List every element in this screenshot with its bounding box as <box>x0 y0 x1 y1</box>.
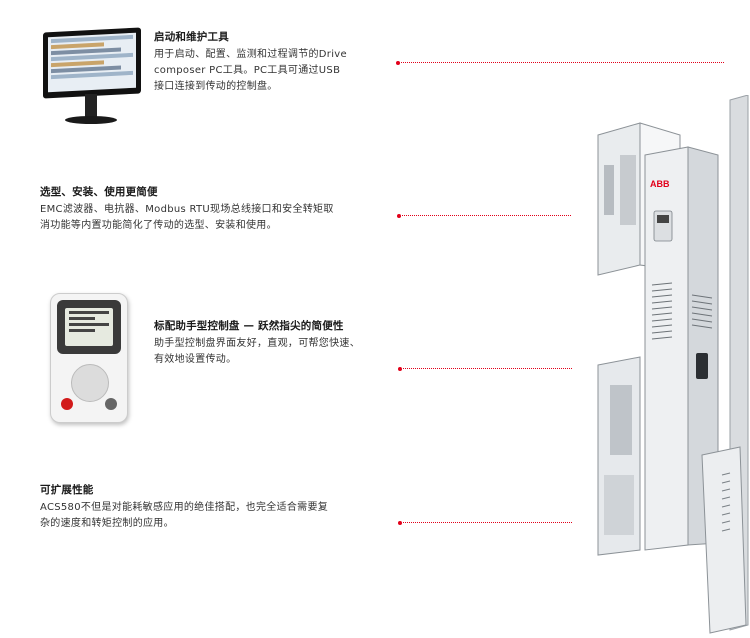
section-desc-line: 消功能等内置功能简化了传动的选型、安装和使用。 <box>40 220 277 231</box>
section-title: 标配助手型控制盘 — 跃然指尖的简便性 <box>154 320 344 332</box>
drive-cabinet-icon: ABB <box>590 95 750 638</box>
control-panel-icon <box>50 293 128 423</box>
section-desc-line: 接口连接到传动的控制盘。 <box>154 81 278 92</box>
section-desc-line: 用于启动、配置、监测和过程调节的Drive <box>154 49 347 60</box>
section-title: 启动和维护工具 <box>154 31 229 43</box>
section-desc-line: 杂的速度和转矩控制的应用。 <box>40 518 174 529</box>
section-assistant-panel: 标配助手型控制盘 — 跃然指尖的简便性 助手型控制盘界面友好，直观，可帮您快速、… <box>154 319 394 368</box>
section-title: 可扩展性能 <box>40 484 94 496</box>
section-title: 选型、安装、使用更简便 <box>40 186 158 198</box>
callout-line <box>398 521 572 525</box>
section-desc-line: EMC滤波器、电抗器、Modbus RTU现场总线接口和安全转矩取 <box>40 204 334 215</box>
brand-logo: ABB <box>650 179 670 189</box>
section-desc-line: ACS580不但是对能耗敏感应用的绝佳搭配，也完全适合需要复 <box>40 502 329 513</box>
section-startup-tools: 启动和维护工具 用于启动、配置、监测和过程调节的Drive composer P… <box>154 30 384 95</box>
section-desc-line: composer PC工具。PC工具可通过USB <box>154 65 341 76</box>
section-easy-selection: 选型、安装、使用更简便 EMC滤波器、电抗器、Modbus RTU现场总线接口和… <box>40 185 380 234</box>
callout-line <box>396 61 724 65</box>
section-desc-line: 助手型控制盘界面友好，直观，可帮您快速、 <box>154 338 360 349</box>
callout-line <box>397 214 571 218</box>
callout-line <box>398 367 572 371</box>
section-scalable-performance: 可扩展性能 ACS580不但是对能耗敏感应用的绝佳搭配，也完全适合需要复 杂的速… <box>40 483 380 532</box>
section-desc-line: 有效地设置传动。 <box>154 354 237 365</box>
pc-monitor-icon <box>43 27 143 132</box>
